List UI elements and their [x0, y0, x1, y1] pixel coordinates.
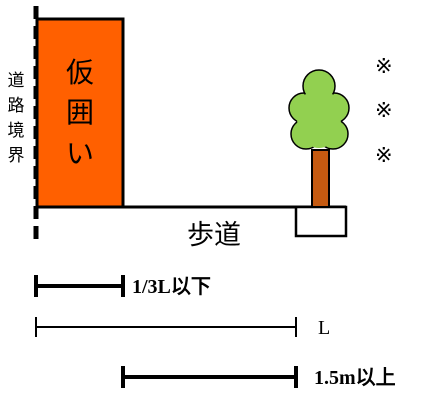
fence-width-label: 1/3L以下: [132, 275, 211, 298]
total-width-dimension: [35, 317, 297, 337]
boundary-label-char: 境: [8, 121, 25, 141]
fence-label-char: 仮: [66, 56, 94, 89]
clearance-label: 1.5m以上: [314, 366, 396, 389]
tree-planter: [294, 205, 348, 238]
note-marker: ※: [375, 143, 393, 167]
boundary-label-char: 界: [8, 146, 25, 166]
note-marker: ※: [375, 98, 393, 122]
sidewalk-label: 歩道: [187, 220, 241, 251]
total-width-label: L: [318, 317, 330, 339]
temporary-fence: [35, 17, 125, 209]
boundary-label-char: 道: [8, 71, 25, 91]
fence-width-dimension: [34, 275, 125, 297]
clearance-dimension: [121, 366, 298, 388]
fence-label-char: 囲: [66, 96, 94, 129]
fence-label-char: い: [66, 137, 94, 170]
boundary-label-char: 路: [8, 96, 25, 116]
street-tree-icon: [288, 69, 350, 208]
note-marker: ※: [375, 54, 393, 78]
